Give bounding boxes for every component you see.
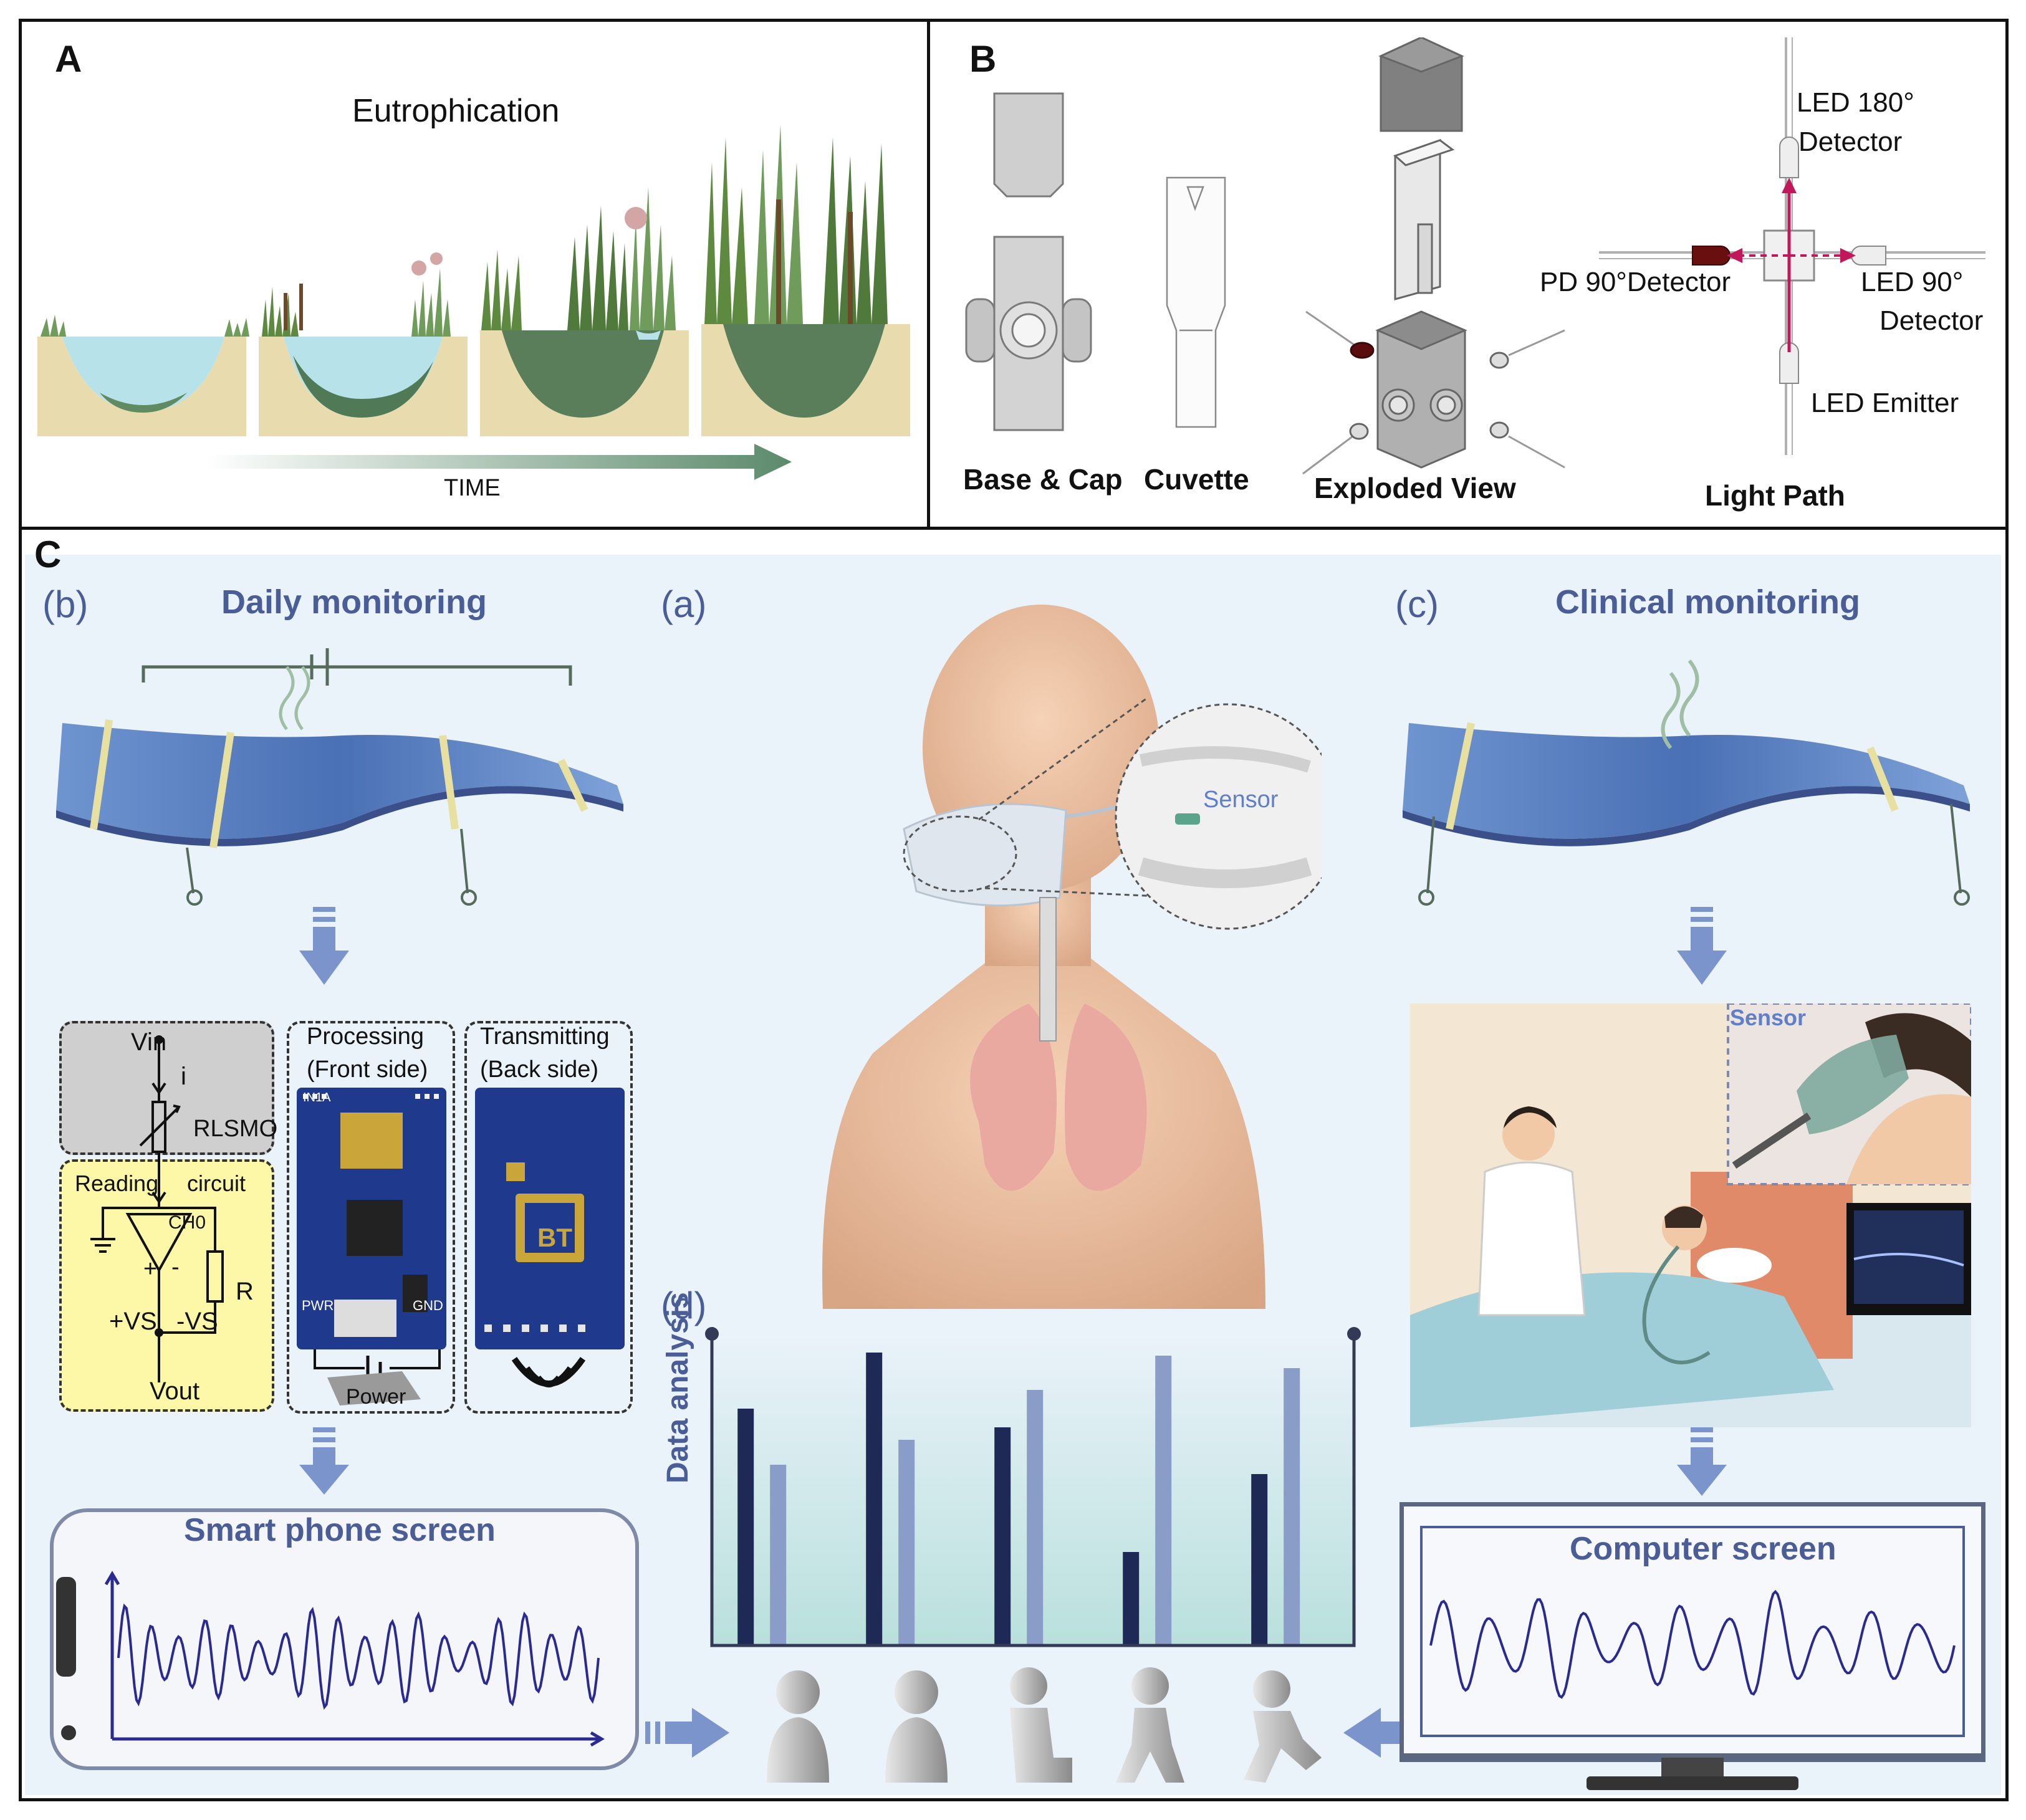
cuvette-holder-drawings (965, 37, 1985, 475)
panel-c-frame (19, 527, 2009, 1801)
circuit-plus-vs: +VS (109, 1308, 157, 1335)
arrow-down-daily-2 (299, 1427, 349, 1495)
led-90-label-line2: Detector (1880, 305, 1984, 336)
daily-monitoring-title: Daily monitoring (221, 583, 487, 621)
cuvette-drawing (1166, 176, 1226, 428)
circuit-r: R (236, 1278, 254, 1305)
caption-cuvette: Cuvette (1144, 463, 1249, 496)
power-label: Power (346, 1385, 406, 1409)
circuit-ch0: CH0 (168, 1212, 206, 1233)
bar-series2-group2 (898, 1440, 915, 1645)
person-sitting-icon (1010, 1667, 1072, 1783)
daily-sensor-film (56, 648, 623, 906)
clinical-sensor-label: Sensor (1730, 1005, 1807, 1030)
chart-bars (737, 1353, 1300, 1645)
processing-subtitle: (Front side) (307, 1056, 428, 1083)
activity-icons (767, 1667, 1322, 1783)
data-analysis-chart (705, 1327, 1361, 1647)
panel-c-label: C (34, 534, 62, 575)
sensor-label: Sensor (1203, 787, 1279, 813)
board-label-gnd: GND (413, 1298, 443, 1313)
bar-series1-group5 (1251, 1474, 1268, 1645)
caption-light-path: Light Path (1705, 479, 1845, 512)
board-label-bt: BT (537, 1223, 572, 1252)
time-arrow (206, 444, 792, 480)
bar-series1-group1 (737, 1409, 754, 1645)
circuit-yellow-box (59, 1159, 274, 1412)
bar-series1-group4 (1123, 1552, 1140, 1645)
battery-power (314, 1349, 441, 1406)
stage-4-woodland (701, 125, 910, 436)
board-label-in: IN1A (303, 1091, 331, 1104)
circuit-reading: Reading (75, 1171, 159, 1196)
computer-monitor (1399, 1502, 1985, 1790)
eutrophication-stages (37, 125, 910, 436)
arrow-down-daily-1 (299, 907, 349, 985)
arrow-down-clinical-1 (1677, 907, 1727, 985)
hospital-scene (1410, 1003, 1971, 1427)
sub-label-c: (c) (1395, 583, 1439, 625)
bar-series2-group3 (1027, 1390, 1044, 1645)
time-axis-label: TIME (444, 475, 501, 501)
smartphone-title: Smart phone screen (184, 1512, 496, 1548)
circuit-vin: Vin (131, 1028, 167, 1056)
reading-circuit-schematic (90, 1035, 224, 1382)
circuit-minus-vs: -VS (176, 1308, 218, 1335)
caption-base-cap: Base & Cap (963, 463, 1123, 496)
bar-series2-group5 (1284, 1368, 1300, 1645)
circuit-word: circuit (187, 1171, 246, 1196)
base-and-cap-drawing (965, 92, 1092, 431)
transmitting-box (464, 1021, 633, 1414)
pd-90-label: PD 90°Detector (1540, 267, 1731, 297)
caption-exploded-view: Exploded View (1314, 472, 1516, 504)
person-with-mask-illustration (822, 605, 1322, 1309)
clinical-sensor-film (1403, 659, 1970, 906)
circuit-i: i (181, 1063, 186, 1090)
person-walking-icon (1116, 1667, 1184, 1783)
transmitting-board (475, 1088, 625, 1349)
circuit-grey-box (59, 1021, 274, 1155)
bar-series1-group2 (866, 1353, 883, 1645)
clinical-monitoring-title: Clinical monitoring (1555, 583, 1861, 621)
panel-a-title: Eutrophication (352, 93, 560, 129)
bar-series1-group3 (994, 1427, 1011, 1645)
wireless-signal-icon (511, 1357, 586, 1387)
circuit-vout: Vout (150, 1377, 200, 1405)
led-emitter-label: LED Emitter (1811, 388, 1959, 418)
stage-1-open-water (37, 315, 249, 436)
computer-trace-line (1429, 1589, 1956, 1699)
transmitting-subtitle: (Back side) (480, 1056, 599, 1083)
person-running-icon (1244, 1670, 1322, 1783)
data-analysis-axis-label: Data analysis (661, 1292, 694, 1483)
stage-2-vegetation-encroaching (259, 252, 468, 436)
sub-label-a: (a) (661, 583, 707, 625)
exploded-view-drawing (1302, 37, 1565, 475)
bar-series2-group1 (770, 1465, 787, 1645)
board-label-pwr: PWR (302, 1298, 334, 1313)
sub-label-b: (b) (42, 583, 89, 625)
arrow-down-clinical-2 (1677, 1427, 1727, 1496)
processing-title: Processing (307, 1023, 424, 1050)
circuit-opamp-minus: - (171, 1254, 180, 1280)
processing-board (297, 1088, 446, 1349)
person-thinking-icon (885, 1670, 948, 1783)
led-90-label-line1: LED 90° (1861, 267, 1964, 297)
transmitting-title: Transmitting (480, 1023, 610, 1050)
stage-3-marsh (480, 187, 689, 436)
circuit-rlsmo: RLSMO (193, 1116, 278, 1142)
led-180-label-line2: Detector (1798, 127, 1903, 157)
panel-a-label: A (55, 38, 82, 80)
panel-b-label: B (969, 38, 997, 80)
bar-series2-group4 (1155, 1356, 1172, 1645)
person-coughing-icon (767, 1670, 829, 1783)
processing-box (287, 1021, 455, 1414)
smartphone-trace-line (117, 1603, 600, 1710)
arrow-right-to-people (645, 1708, 729, 1758)
led-180-label-line1: LED 180° (1797, 87, 1914, 118)
computer-screen-title: Computer screen (1570, 1531, 1836, 1567)
sub-label-d: (d) (661, 1285, 707, 1326)
circuit-opamp-plus: + (143, 1256, 158, 1282)
light-path-diagram (1599, 37, 1985, 455)
smartphone-trace (56, 1571, 605, 1747)
